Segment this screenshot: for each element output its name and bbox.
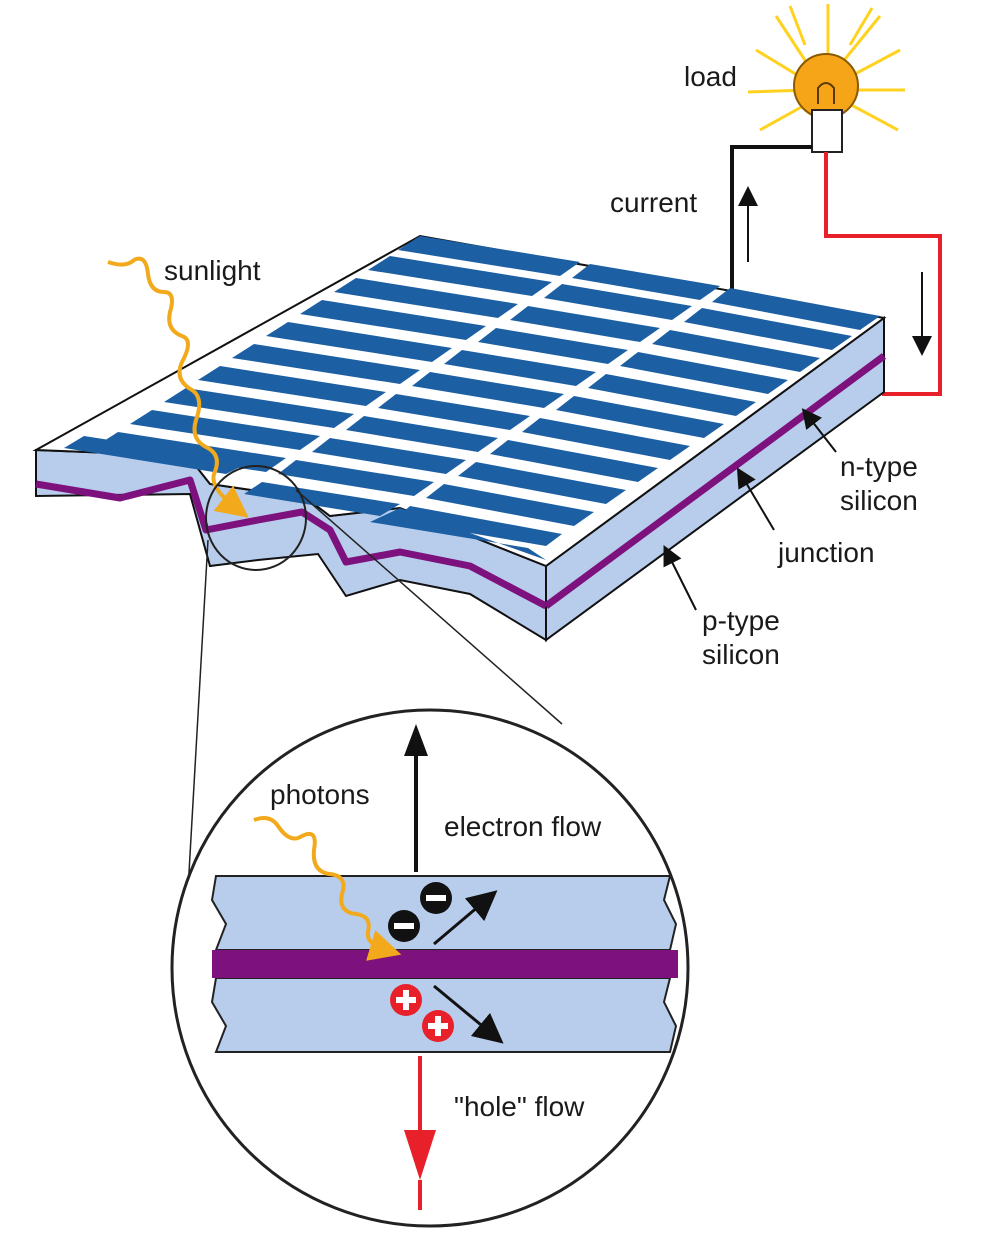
- sunlight-label: sunlight: [164, 255, 261, 286]
- junction-label: junction: [777, 537, 875, 568]
- lightbulb-icon: [747, 4, 905, 153]
- plus-circle-icon: [422, 1010, 454, 1042]
- p-type-label-2: silicon: [702, 639, 780, 670]
- wire-positive: [824, 152, 942, 396]
- electron-flow-label: electron flow: [444, 811, 602, 842]
- minus-circle-icon: [420, 882, 452, 914]
- electron-motion-arrow: [433, 890, 498, 946]
- current-label: current: [610, 187, 697, 218]
- plus-circle-icon: [390, 984, 422, 1016]
- n-type-label-1: n-type: [840, 451, 918, 482]
- n-type-pointer: [801, 408, 837, 453]
- sunlight-ray: [107, 256, 249, 518]
- junction-front: [35, 476, 548, 610]
- junction-side: [543, 353, 887, 609]
- cell-grid: [64, 236, 880, 560]
- p-type-pointer: [663, 545, 697, 611]
- wire-negative: [730, 145, 812, 292]
- minus-circle-icon: [388, 910, 420, 942]
- zoom-focus-circle: [205, 465, 307, 571]
- photons-label: photons: [270, 779, 370, 810]
- junction-band: [212, 950, 678, 978]
- load-label: load: [684, 61, 737, 92]
- photon-ray: [253, 816, 402, 961]
- magnified-detail: photons electron flow "hole" flow: [170, 708, 690, 1228]
- p-type-label-1: p-type: [702, 605, 780, 636]
- n-type-label-2: silicon: [840, 485, 918, 516]
- hole-flow-label: "hole" flow: [454, 1091, 585, 1122]
- hole-motion-arrow: [433, 984, 504, 1044]
- junction-pointer: [736, 467, 775, 531]
- zoom-connector-right: [295, 489, 563, 725]
